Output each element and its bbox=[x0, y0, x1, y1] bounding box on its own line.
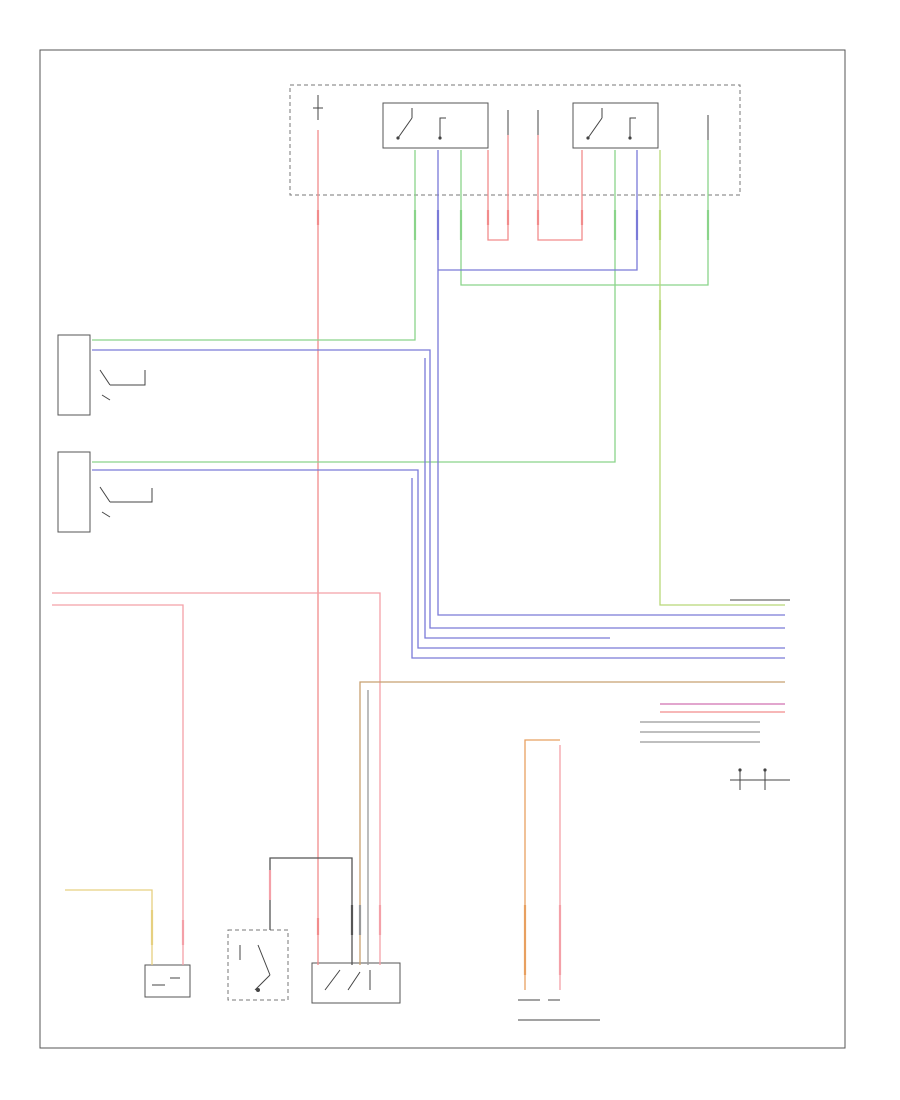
right-connector-group bbox=[730, 599, 790, 790]
relay-2 bbox=[572, 102, 659, 149]
wire-red-loop-2 bbox=[537, 135, 583, 241]
bottom-switch bbox=[227, 929, 289, 1001]
wire-blue-3 bbox=[92, 349, 785, 629]
wire-orange-1 bbox=[524, 739, 560, 990]
wire-green-2 bbox=[460, 140, 709, 286]
bottom-sensor bbox=[518, 999, 600, 1021]
fuse-relay-box bbox=[289, 84, 741, 196]
wire-orange-tan bbox=[65, 889, 153, 965]
wire-blue-4 bbox=[92, 469, 785, 649]
bottom-relay bbox=[311, 962, 401, 1004]
wire-brown bbox=[359, 681, 785, 965]
wire-blue-2 bbox=[438, 150, 638, 271]
wire-green-1 bbox=[92, 150, 416, 341]
bottom-module-1 bbox=[144, 964, 191, 998]
relay-1 bbox=[382, 102, 489, 149]
wire-blue-1 bbox=[437, 150, 785, 616]
wire-pink-1 bbox=[52, 592, 381, 965]
wire-black-loop bbox=[269, 857, 353, 965]
wire-yellow-green bbox=[659, 150, 785, 606]
wire-blue-6 bbox=[411, 478, 785, 659]
wire-blue-5 bbox=[424, 358, 610, 639]
connector-marks bbox=[150, 210, 710, 975]
wire-red-loop-1 bbox=[487, 135, 509, 241]
diagram-frame bbox=[39, 49, 846, 1049]
sensor-2 bbox=[57, 451, 153, 533]
wire-green-3 bbox=[92, 150, 616, 463]
sensor-1 bbox=[57, 334, 146, 416]
wire-pink-2 bbox=[52, 604, 184, 965]
